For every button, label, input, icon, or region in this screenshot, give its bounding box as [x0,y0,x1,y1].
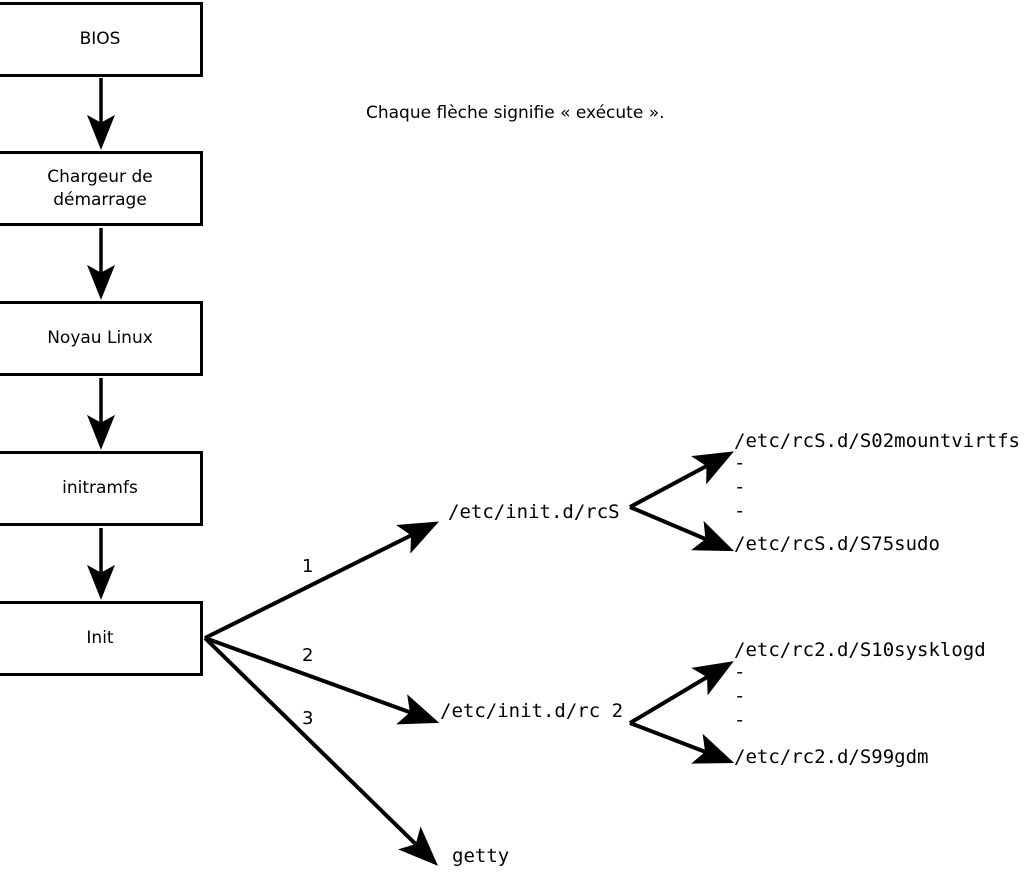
node-rc2-d-s99gdm: /etc/rc2.d/S99gdm [734,746,929,768]
branch-number-1: 1 [302,556,314,577]
node-bootloader-label: Chargeur de démarrage [47,166,153,210]
node-rcs-d-s75sudo: /etc/rcS.d/S75sudo [734,533,940,555]
node-init-label: Init [86,628,114,649]
arrow-rc2-to-s10sysklogd [628,661,734,725]
node-rc2-d-s10sysklogd: /etc/rc2.d/S10sysklogd [734,639,986,661]
node-rcs-d-s02mountvirtfs: /etc/rcS.d/S02mountvirtfs [734,430,1020,452]
node-init-d-rc2: /etc/init.d/rc 2 [440,700,624,722]
ellipsis-dash: - [734,685,746,707]
node-getty: getty [452,845,510,867]
node-init-d-rcs: /etc/init.d/rcS [448,501,620,523]
branch-number-3: 3 [302,708,314,729]
branch-number-2: 2 [302,645,314,666]
ellipsis-dash: - [734,452,746,474]
arrow-init-to-rc2 [204,636,440,725]
ellipsis-dash: - [734,709,746,731]
ellipsis-dash: - [734,500,746,522]
arrow-init-to-rcs [204,521,440,640]
arrow-rcs-to-s75sudo [629,505,735,552]
node-kernel: Noyau Linux [0,301,203,376]
arrow-init-to-getty [203,636,439,866]
node-initramfs-label: initramfs [62,478,138,499]
node-init: Init [0,601,203,676]
ellipsis-dash: - [734,476,746,498]
arrow-rc2-to-s99gdm [629,721,735,764]
node-bios-label: BIOS [79,29,121,50]
node-bootloader: Chargeur de démarrage [0,151,203,226]
node-kernel-label: Noyau Linux [47,328,153,349]
node-bios: BIOS [0,2,203,77]
arrow-rcs-to-s02mountvirtfs [629,451,734,509]
diagram-caption: Chaque flèche signifie « exécute ». [366,103,665,123]
ellipsis-dash: - [734,661,746,683]
node-initramfs: initramfs [0,451,203,526]
